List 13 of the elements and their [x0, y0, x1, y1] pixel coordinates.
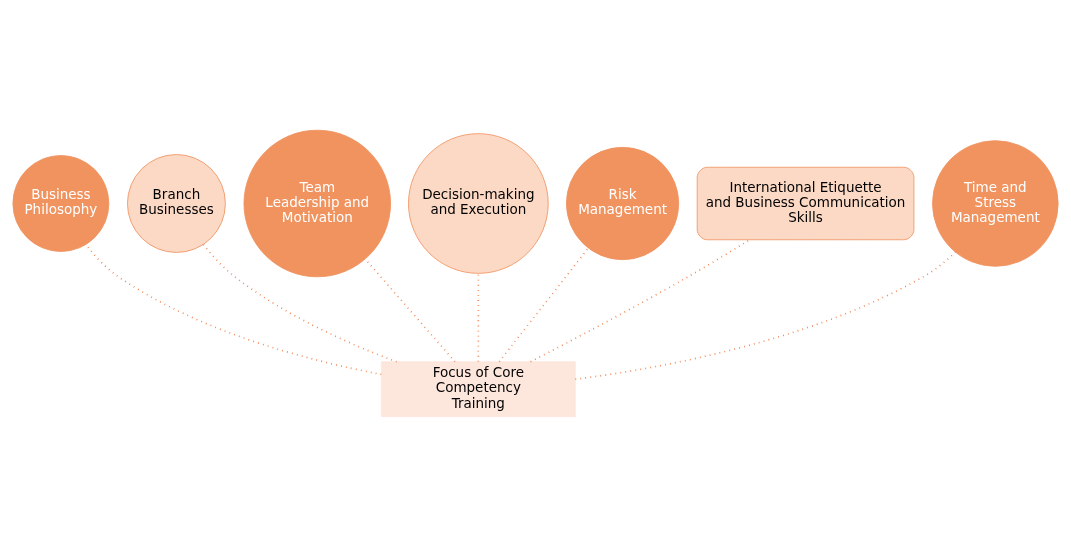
node-circle: Time and Stress Management	[932, 140, 1059, 267]
connector	[202, 243, 398, 363]
node-circle: Branch Businesses	[127, 154, 226, 253]
node-circle: Risk Management	[565, 146, 680, 261]
node-circle: Business Philosophy	[12, 155, 110, 252]
node-box: International Etiquette and Business Communication Skills	[696, 166, 915, 241]
connector	[498, 247, 589, 363]
connector	[574, 251, 957, 381]
node-box: Focus of Core Competency Training	[380, 361, 576, 418]
node-circle: Team Leadership and Motivation	[243, 129, 391, 278]
connector	[477, 272, 480, 363]
node-circle: Decision-making and Execution	[408, 133, 549, 274]
connector	[529, 238, 751, 363]
